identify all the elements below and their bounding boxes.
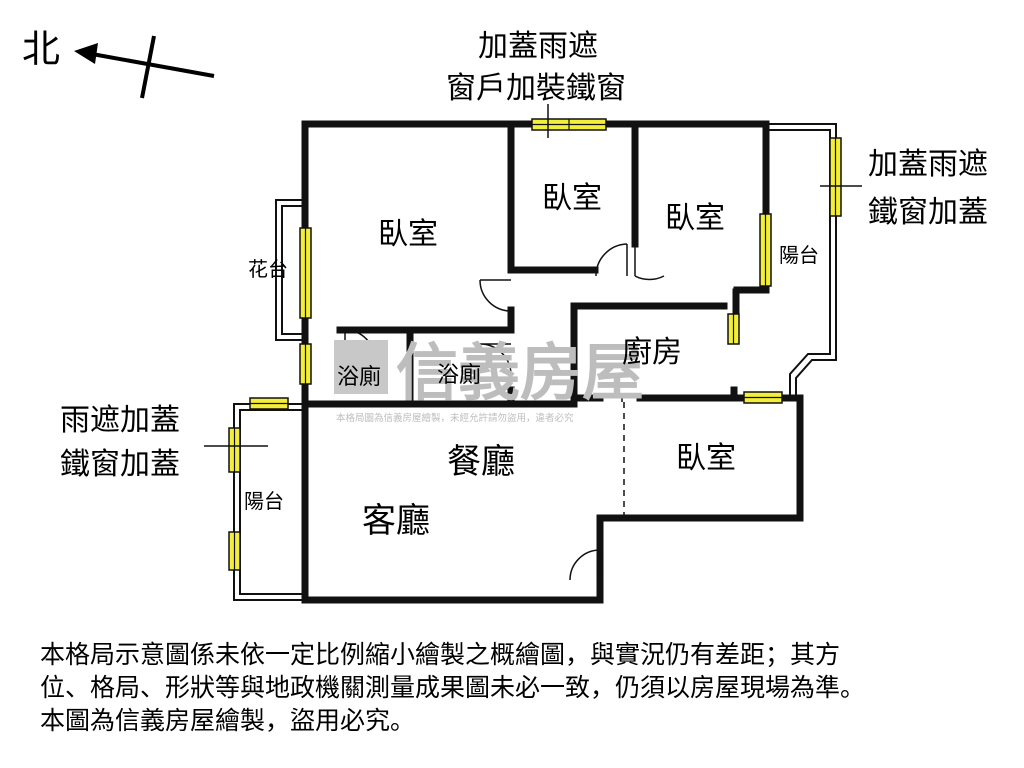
annotation-right-line1: 加蓋雨遮 <box>868 147 988 182</box>
room-labels: 臥室 臥室 臥室 廚房 浴廁 浴廁 餐廳 客廳 臥室 陽台 陽台 花台 <box>244 181 819 541</box>
annotations: 加蓋雨遮 窗戶加裝鐵窗 加蓋雨遮 鐵窗加蓋 雨遮加蓋 鐵窗加蓋 <box>60 29 988 482</box>
planter-inner <box>281 205 305 335</box>
window-mullions <box>233 119 837 570</box>
door-bedroom-mid <box>595 243 628 277</box>
north-label: 北 <box>22 27 60 71</box>
planter-outline <box>275 199 305 341</box>
wall-bedroom-nw-south <box>336 306 515 334</box>
watermark-logo-icon <box>334 340 388 394</box>
door-bedroom-ne <box>634 244 665 281</box>
label-balcony-west: 陽台 <box>244 489 284 513</box>
annotation-top-line2: 窗戶加裝鐵窗 <box>446 71 626 106</box>
label-bath-2: 浴廁 <box>437 363 481 388</box>
disclaimer-line-3: 本圖為信義房屋繪製，盜用必究。 <box>40 706 416 735</box>
label-living: 客廳 <box>362 501 430 541</box>
label-bedroom-mid: 臥室 <box>542 181 602 216</box>
annotation-left-line2: 鐵窗加蓋 <box>60 447 180 482</box>
door-kitchen <box>596 395 623 402</box>
balcony-east-outline <box>766 123 837 398</box>
label-balcony-east: 陽台 <box>779 243 819 267</box>
doors <box>344 243 665 581</box>
watermark: 信義房屋 本格局圖為信義房屋繪製，未經允許請勿盜用，違者必究 <box>334 336 644 424</box>
door-bath-2 <box>479 343 512 376</box>
watermark-notice: 本格局圖為信義房屋繪製，未經允許請勿盜用，違者必究 <box>336 412 574 424</box>
wall-kitchen <box>570 302 728 402</box>
watermark-brand: 信義房屋 <box>396 336 644 409</box>
label-planter: 花台 <box>248 257 288 281</box>
compass: 北 <box>22 27 215 99</box>
compass-cross-line <box>140 35 156 99</box>
door-bedroom-nw <box>479 279 512 312</box>
annotation-left-line1: 雨遮加蓋 <box>60 403 180 438</box>
door-entrance <box>569 549 601 581</box>
disclaimer: 本格局示意圖係未依一定比例縮小繪製之概繪圖，與實況仍有差距；其方 位、格局、形狀… <box>40 638 1010 737</box>
label-kitchen: 廚房 <box>622 335 682 370</box>
label-bath-1: 浴廁 <box>337 365 381 390</box>
annotation-top-line1: 加蓋雨遮 <box>478 29 598 64</box>
annotation-leaders <box>204 104 862 447</box>
disclaimer-line-1: 本格局示意圖係未依一定比例縮小繪製之概繪圖，與實況仍有差距；其方 <box>40 640 841 669</box>
label-bedroom-ne: 臥室 <box>665 201 725 236</box>
label-bedroom-nw: 臥室 <box>378 217 438 252</box>
compass-arrow-line <box>91 52 215 78</box>
compass-arrow-head <box>74 43 98 64</box>
annotation-right-line2: 鐵窗加蓋 <box>868 195 988 230</box>
disclaimer-line-2: 位、格局、形狀等與地政機關測量成果圖未必一致，仍須以房屋現場為準。 <box>40 673 866 702</box>
balcony-west-inner <box>239 409 305 595</box>
balcony-east-inner <box>766 129 831 398</box>
label-bedroom-se: 臥室 <box>676 441 736 476</box>
label-dining: 餐廳 <box>447 442 515 482</box>
walls <box>301 120 804 604</box>
